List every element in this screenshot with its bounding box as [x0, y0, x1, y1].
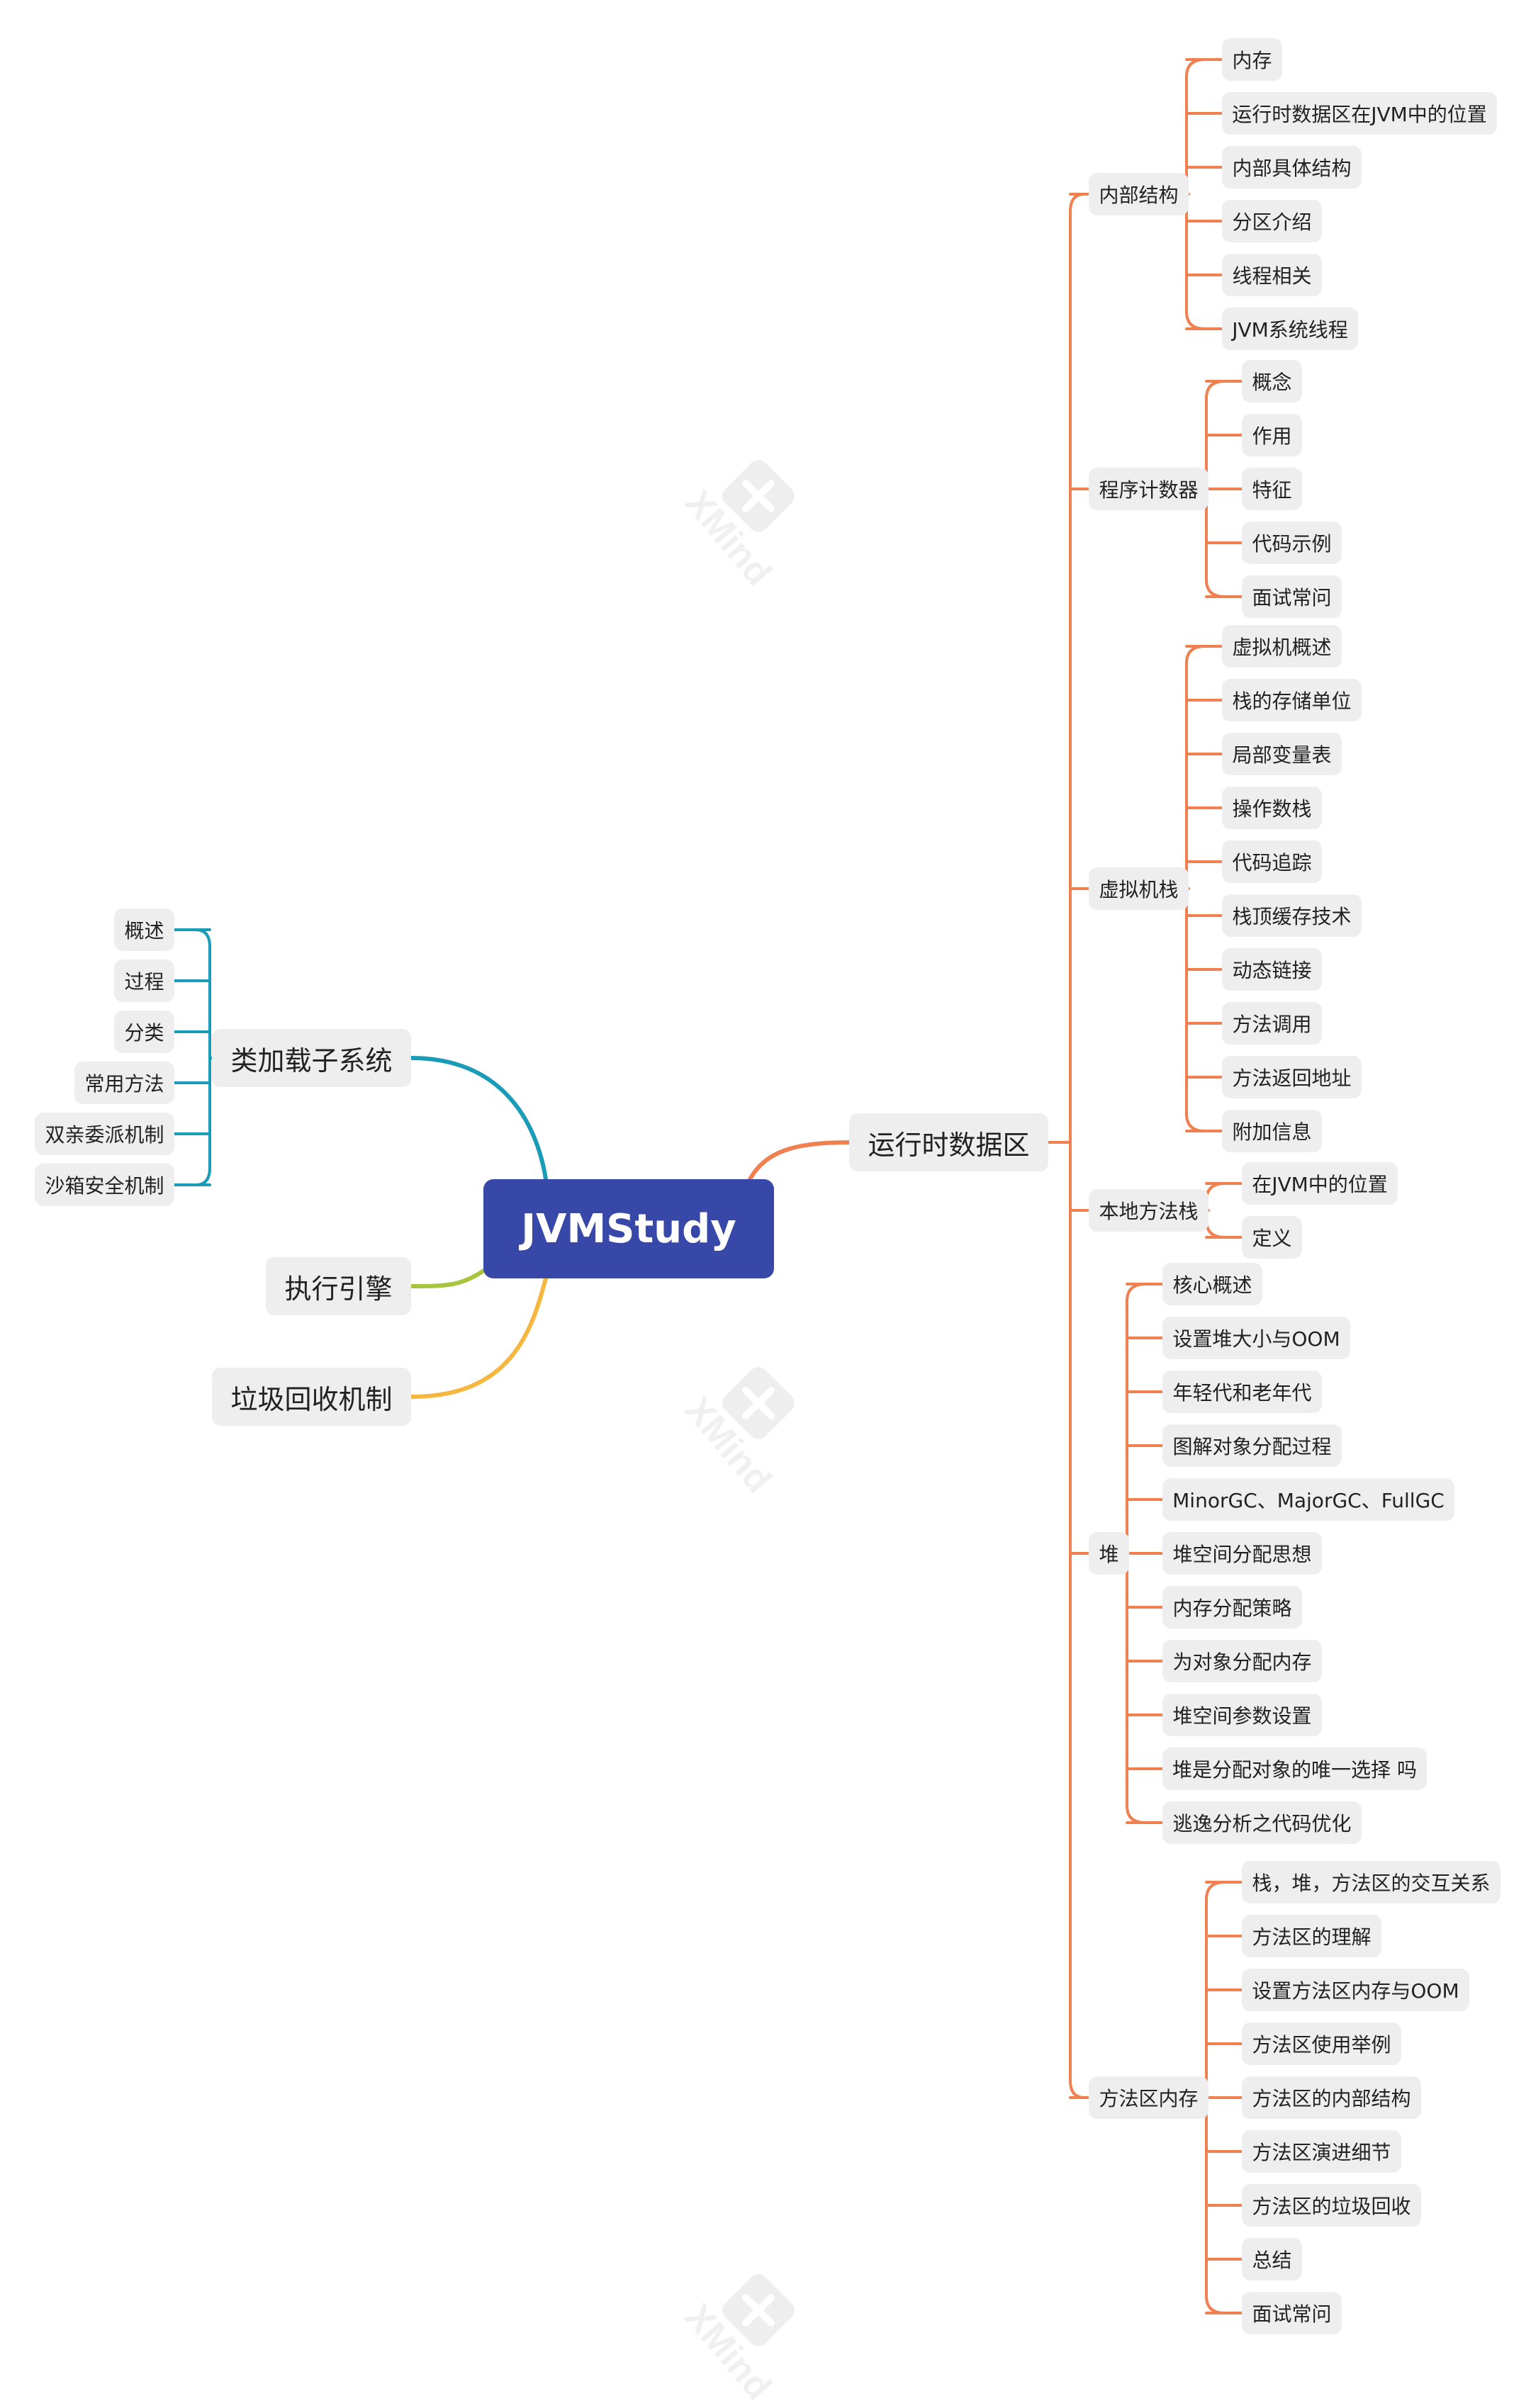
xmind-logo-icon — [722, 1367, 795, 1439]
topic-execution-engine[interactable]: 执行引擎 — [266, 1257, 411, 1315]
leaf-5-7[interactable]: 总结 — [1242, 2238, 1302, 2280]
leaf-3-0[interactable]: 在JVM中的位置 — [1242, 1162, 1398, 1205]
leaf-4-8[interactable]: 堆空间参数设置 — [1162, 1694, 1322, 1736]
connector-central-engine — [409, 1268, 487, 1288]
leaf-4-0[interactable]: 核心概述 — [1162, 1263, 1262, 1305]
classloader-leaf-2[interactable]: 分类 — [114, 1011, 174, 1053]
leaf-4-4[interactable]: MinorGC、MajorGC、FullGC — [1162, 1478, 1454, 1521]
group-2[interactable]: 虚拟机栈 — [1089, 867, 1189, 910]
leaf-5-5[interactable]: 方法区演进细节 — [1242, 2130, 1401, 2173]
leaf-1-3[interactable]: 代码示例 — [1242, 522, 1342, 564]
leaf-3-1[interactable]: 定义 — [1242, 1216, 1302, 1259]
leaf-5-2[interactable]: 设置方法区内存与OOM — [1242, 1969, 1469, 2011]
leaf-4-1[interactable]: 设置堆大小与OOM — [1162, 1317, 1350, 1359]
leaf-0-2[interactable]: 内部具体结构 — [1222, 146, 1362, 189]
leaf-5-8[interactable]: 面试常问 — [1242, 2292, 1342, 2334]
classloader-leaf-0[interactable]: 概述 — [114, 908, 174, 951]
leaf-4-9[interactable]: 堆是分配对象的唯一选择 吗 — [1162, 1748, 1427, 1790]
leaf-4-6[interactable]: 内存分配策略 — [1162, 1586, 1302, 1628]
leaf-0-3[interactable]: 分区介绍 — [1222, 200, 1322, 242]
leaf-5-6[interactable]: 方法区的垃圾回收 — [1242, 2184, 1421, 2227]
classloader-leaf-3[interactable]: 常用方法 — [74, 1062, 174, 1104]
leaf-1-1[interactable]: 作用 — [1242, 414, 1302, 456]
xmind-watermark: XMind — [677, 454, 801, 593]
leaf-4-7[interactable]: 为对象分配内存 — [1162, 1640, 1322, 1682]
leaf-2-2[interactable]: 局部变量表 — [1222, 733, 1342, 775]
leaf-5-3[interactable]: 方法区使用举例 — [1242, 2022, 1401, 2065]
connector-classloader-rail — [194, 928, 211, 1186]
connector-central-gc — [409, 1276, 548, 1399]
leaf-2-4[interactable]: 代码追踪 — [1222, 840, 1322, 883]
group-3[interactable]: 本地方法栈 — [1089, 1189, 1208, 1232]
leaf-0-4[interactable]: 线程相关 — [1222, 254, 1322, 296]
leaf-4-10[interactable]: 逃逸分析之代码优化 — [1162, 1801, 1362, 1844]
leaf-2-5[interactable]: 栈顶缓存技术 — [1222, 894, 1362, 937]
classloader-leaf-5[interactable]: 沙箱安全机制 — [35, 1164, 174, 1206]
connector-runtime-spine — [1069, 193, 1086, 2099]
topic-runtime-data-area[interactable]: 运行时数据区 — [849, 1113, 1048, 1171]
leaf-2-6[interactable]: 动态链接 — [1222, 948, 1322, 991]
leaf-5-0[interactable]: 栈，堆，方法区的交互关系 — [1242, 1861, 1501, 1903]
leaf-4-3[interactable]: 图解对象分配过程 — [1162, 1424, 1342, 1467]
group-1[interactable]: 程序计数器 — [1089, 468, 1208, 510]
leaf-2-7[interactable]: 方法调用 — [1222, 1002, 1322, 1045]
xmind-watermark: XMind — [677, 2268, 801, 2407]
leaf-1-2[interactable]: 特征 — [1242, 468, 1302, 510]
leaf-2-3[interactable]: 操作数栈 — [1222, 787, 1322, 829]
leaf-1-4[interactable]: 面试常问 — [1242, 575, 1342, 618]
leaf-5-1[interactable]: 方法区的理解 — [1242, 1915, 1381, 1957]
topic-class-loader[interactable]: 类加载子系统 — [212, 1029, 411, 1087]
group-5[interactable]: 方法区内存 — [1089, 2076, 1208, 2119]
leaf-0-0[interactable]: 内存 — [1222, 38, 1282, 81]
xmind-logo-icon — [722, 2274, 795, 2346]
leaf-2-9[interactable]: 附加信息 — [1222, 1110, 1322, 1152]
leaf-4-2[interactable]: 年轻代和老年代 — [1162, 1371, 1322, 1413]
central-topic[interactable]: JVMStudy — [483, 1179, 774, 1278]
xmind-logo-icon — [722, 460, 795, 532]
leaf-0-1[interactable]: 运行时数据区在JVM中的位置 — [1222, 92, 1497, 135]
leaf-0-5[interactable]: JVM系统线程 — [1222, 308, 1358, 350]
leaf-4-5[interactable]: 堆空间分配思想 — [1162, 1532, 1322, 1575]
leaf-2-8[interactable]: 方法返回地址 — [1222, 1056, 1362, 1098]
group-0[interactable]: 内部结构 — [1089, 173, 1189, 215]
xmind-watermark: XMind — [677, 1361, 801, 1500]
classloader-leaf-1[interactable]: 过程 — [114, 960, 174, 1002]
leaf-2-1[interactable]: 栈的存储单位 — [1222, 679, 1362, 721]
topic-garbage-collection[interactable]: 垃圾回收机制 — [212, 1368, 411, 1426]
group-4[interactable]: 堆 — [1089, 1532, 1129, 1575]
leaf-2-0[interactable]: 虚拟机概述 — [1222, 625, 1342, 668]
classloader-leaf-4[interactable]: 双亲委派机制 — [35, 1113, 174, 1155]
leaf-5-4[interactable]: 方法区的内部结构 — [1242, 2076, 1421, 2119]
connector-central-classloader — [409, 1056, 548, 1181]
connector-central-runtime — [748, 1140, 851, 1181]
leaf-1-0[interactable]: 概念 — [1242, 360, 1302, 403]
